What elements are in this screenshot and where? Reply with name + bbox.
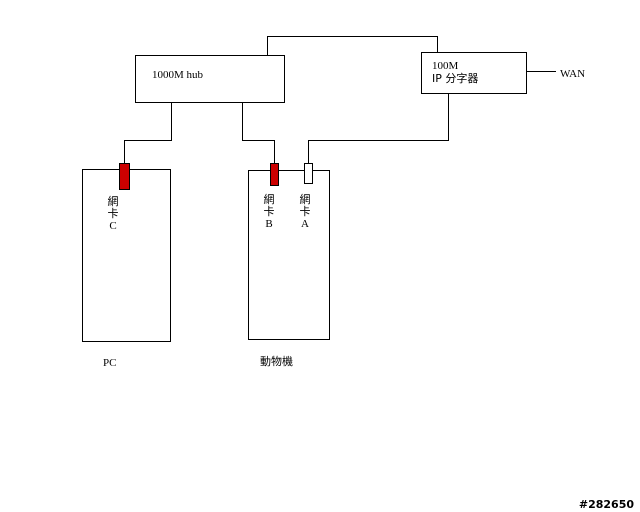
connections: [124, 36, 556, 163]
hub-nic-b-link: [242, 103, 275, 163]
router-label-line1: 100M: [432, 60, 459, 72]
wan-label: WAN: [560, 68, 585, 80]
nic-c-char1: 網: [108, 194, 119, 208]
nic-b: [270, 163, 279, 186]
nic-c-letter: C: [109, 220, 116, 232]
hub-router-link: [267, 36, 438, 55]
nic-b-char1: 網: [264, 192, 275, 206]
pc-label: PC: [103, 357, 116, 369]
nic-b-char2: 卡: [264, 205, 275, 218]
nic-c: [119, 163, 130, 190]
router-nic-a-link: [308, 94, 449, 163]
nic-a: [304, 163, 313, 184]
router-box: 100M IP 分字器: [421, 52, 527, 94]
pc-box: 網 卡 C: [82, 163, 171, 342]
nic-b-letter: B: [265, 218, 272, 230]
hub-nic-c-link: [124, 103, 172, 163]
nic-a-char2: 卡: [300, 205, 311, 218]
animal-machine-box: 網 卡 B 網 卡 A: [248, 163, 330, 340]
animal-machine-label: 動物機: [260, 354, 293, 368]
nic-a-char1: 網: [300, 192, 311, 206]
router-label-line2: IP 分字器: [432, 71, 478, 85]
hub-box: 1000M hub: [135, 55, 285, 103]
nic-a-letter: A: [301, 218, 309, 230]
hub-label: 1000M hub: [152, 69, 204, 81]
watermark: #282650: [579, 498, 634, 511]
nic-c-char2: 卡: [108, 207, 119, 220]
